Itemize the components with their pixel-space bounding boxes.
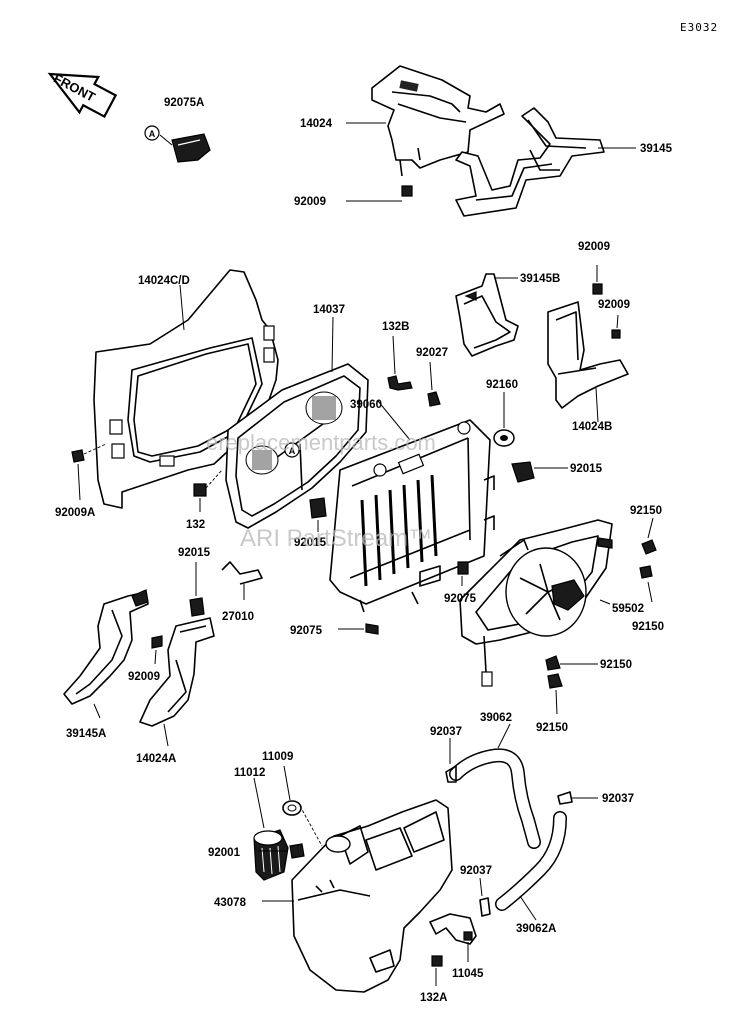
part-label-92009-top[interactable]: 92009	[294, 196, 326, 208]
front-arrow-icon: FRONT	[47, 70, 118, 119]
marker-a-letter-2: A	[289, 446, 296, 456]
radiator-fin	[374, 494, 382, 581]
part-label-92015-c[interactable]: 92015	[570, 463, 603, 475]
part-11009-gasket	[282, 765, 323, 847]
part-14024cd-frame	[93, 269, 279, 509]
part-39145-bracket	[455, 107, 636, 217]
part-132a-bolt	[431, 955, 443, 986]
part-92075a-pad: A	[144, 125, 211, 163]
part-43078-tank	[262, 799, 453, 993]
marker-a-letter: A	[149, 129, 156, 139]
part-label-39145a[interactable]: 39145A	[66, 728, 106, 740]
part-label-132[interactable]: 132	[186, 519, 205, 531]
part-39145b-bracket	[455, 273, 519, 357]
radiator-fin	[388, 489, 396, 575]
part-label-92075-b[interactable]: 92075	[290, 625, 323, 637]
part-label-39062[interactable]: 39062	[480, 712, 512, 724]
part-label-92027[interactable]: 92027	[416, 347, 448, 359]
part-label-11012[interactable]: 11012	[234, 767, 265, 779]
part-label-92160[interactable]: 92160	[486, 379, 518, 391]
part-39060-radiator	[329, 400, 495, 613]
part-92001-clamp	[258, 843, 305, 859]
part-label-132a[interactable]: 132A	[420, 992, 448, 1004]
part-label-92015-b[interactable]: 92015	[178, 547, 211, 559]
part-label-92001[interactable]: 92001	[208, 847, 241, 859]
part-label-39062a[interactable]: 39062A	[516, 923, 556, 935]
part-label-39145[interactable]: 39145	[640, 143, 673, 155]
part-label-14024[interactable]: 14024	[300, 118, 333, 130]
part-label-92009a[interactable]: 92009A	[55, 507, 95, 519]
radiator-fin	[402, 484, 410, 569]
part-14024-bracket	[346, 65, 505, 202]
part-label-92075a[interactable]: 92075A	[164, 97, 204, 109]
part-11012-cap	[253, 777, 289, 881]
radiator-fin	[416, 479, 424, 563]
part-label-92150-c[interactable]: 92150	[600, 659, 632, 671]
part-14037-screen: A	[225, 316, 369, 529]
watermark-brand: ARI PartStream™	[240, 525, 432, 552]
part-label-92009-r2[interactable]: 92009	[598, 299, 630, 311]
part-39145a-bracket	[63, 589, 149, 719]
part-label-59502[interactable]: 59502	[612, 603, 644, 615]
part-label-14024cd[interactable]: 14024C/D	[138, 275, 190, 287]
clamps-92037	[445, 738, 598, 917]
marker-a-circle	[144, 125, 160, 141]
part-label-92009-l[interactable]: 92009	[128, 671, 160, 683]
part-label-92075-a[interactable]: 92075	[444, 593, 477, 605]
radiator-fin	[360, 499, 368, 587]
part-label-92015-a[interactable]: 92015	[294, 537, 327, 549]
part-label-92150-d[interactable]: 92150	[536, 722, 568, 734]
part-14024a-bracket	[139, 617, 215, 747]
part-11045-bracket	[429, 913, 477, 962]
bolts-group	[71, 265, 657, 715]
part-label-92150-b[interactable]: 92150	[632, 621, 664, 633]
diagram-code: E3032	[680, 21, 718, 34]
part-39062a-hose	[495, 811, 567, 921]
part-label-11045[interactable]: 11045	[452, 968, 484, 980]
part-59502-fan	[459, 519, 613, 687]
part-label-39060[interactable]: 39060	[350, 399, 382, 411]
radiator-fin	[430, 474, 438, 557]
part-label-92037-c[interactable]: 92037	[460, 865, 492, 877]
watermark-url: ereplacementparts.com	[206, 430, 436, 455]
part-39062-hose	[449, 723, 541, 849]
part-label-39145b[interactable]: 39145B	[520, 273, 560, 285]
part-label-92150-a[interactable]: 92150	[630, 505, 662, 517]
part-label-92037-b[interactable]: 92037	[602, 793, 634, 805]
part-label-27010[interactable]: 27010	[222, 611, 254, 623]
part-number-labels: 92075A14024391459200914024C/D14037132B92…	[55, 97, 673, 1004]
part-label-14024b[interactable]: 14024B	[572, 421, 612, 433]
part-label-43078[interactable]: 43078	[214, 897, 247, 909]
part-label-14037[interactable]: 14037	[313, 304, 345, 316]
part-14024b-bracket	[547, 301, 629, 423]
part-label-132b[interactable]: 132B	[382, 321, 410, 333]
part-label-11009[interactable]: 11009	[262, 751, 293, 763]
part-label-14024a[interactable]: 14024A	[136, 753, 176, 765]
part-label-92009-r1[interactable]: 92009	[578, 241, 610, 253]
part-label-92037-a[interactable]: 92037	[430, 726, 462, 738]
